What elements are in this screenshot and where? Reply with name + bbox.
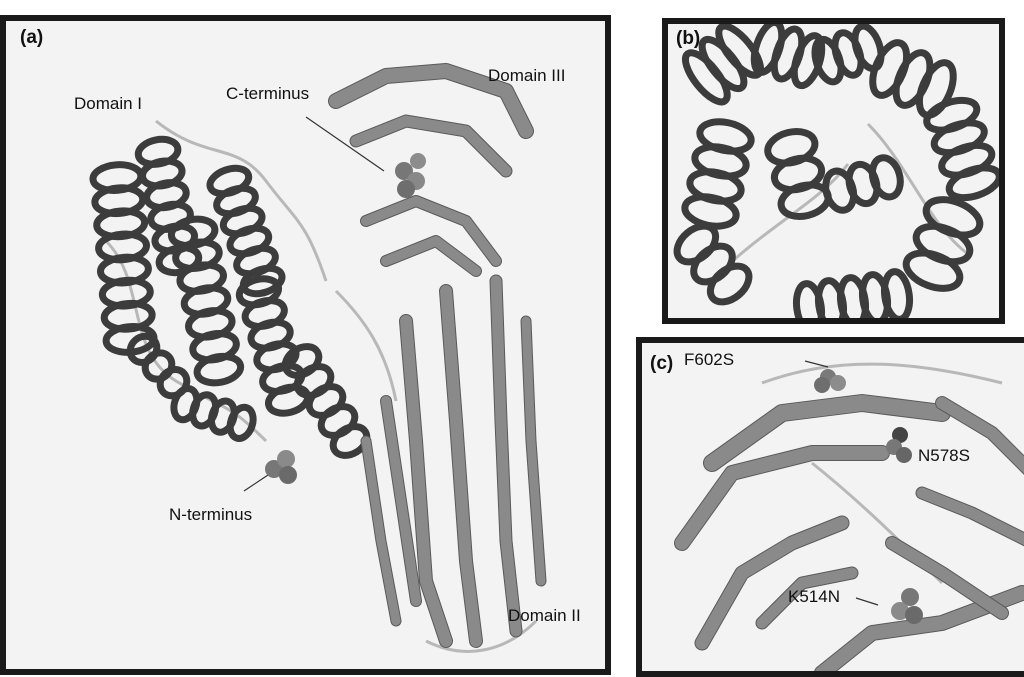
panel-a-tag: (a) (20, 27, 43, 49)
helix-turn (704, 259, 756, 309)
beta-strand (496, 281, 516, 631)
domain-ii-iii-sheets (336, 71, 541, 651)
n-terminus-leader (244, 475, 268, 491)
beta-strands (682, 364, 1024, 673)
structure-a-drawing (6, 21, 606, 675)
structure-c-drawing (642, 343, 1024, 677)
domain-iii-label: Domain III (488, 66, 565, 86)
domain-i-label: Domain I (74, 94, 142, 114)
mutation-label-n578s: N578S (918, 446, 970, 466)
helix-turn (850, 24, 886, 72)
beta-strand (356, 121, 506, 171)
panel-c-mutation-closeup: (c) F602S N578S K514N (636, 337, 1024, 677)
helix-turn (866, 38, 914, 100)
n-terminus-atoms (265, 450, 297, 484)
structure-b-drawing (668, 24, 1005, 324)
beta-strand (446, 291, 476, 641)
f602s-atoms (814, 369, 846, 393)
panel-b-helix-bundle: (b) (662, 18, 1005, 324)
n-terminus-label: N-terminus (169, 505, 252, 525)
beta-strand (366, 201, 496, 261)
beta-strand (386, 241, 476, 271)
k514n-atoms (891, 588, 923, 624)
helix-ring (670, 24, 1003, 324)
helix-turn (889, 48, 937, 110)
beta-strand (922, 493, 1024, 543)
c-terminus-atoms (395, 153, 426, 198)
f602s-leader (805, 361, 828, 367)
domain-ii-label: Domain II (508, 606, 581, 626)
helix-turn (945, 162, 1003, 203)
mutation-label-k514n: K514N (788, 587, 840, 607)
c-terminus-leader (306, 117, 384, 171)
domain-i-helices (92, 121, 372, 461)
helix-turn (749, 24, 787, 76)
panel-c-tag: (c) (650, 353, 673, 375)
mutation-label-f602s: F602S (684, 350, 734, 370)
c-terminus-label: C-terminus (226, 84, 309, 104)
coil-loop (336, 291, 396, 401)
panel-b-tag: (b) (676, 28, 700, 50)
coil-loop (762, 364, 1002, 383)
panel-a-full-structure: (a) Domain I C-terminus Domain III N-ter… (0, 15, 611, 675)
n578s-atoms (886, 427, 912, 463)
k514n-leader (856, 598, 878, 605)
